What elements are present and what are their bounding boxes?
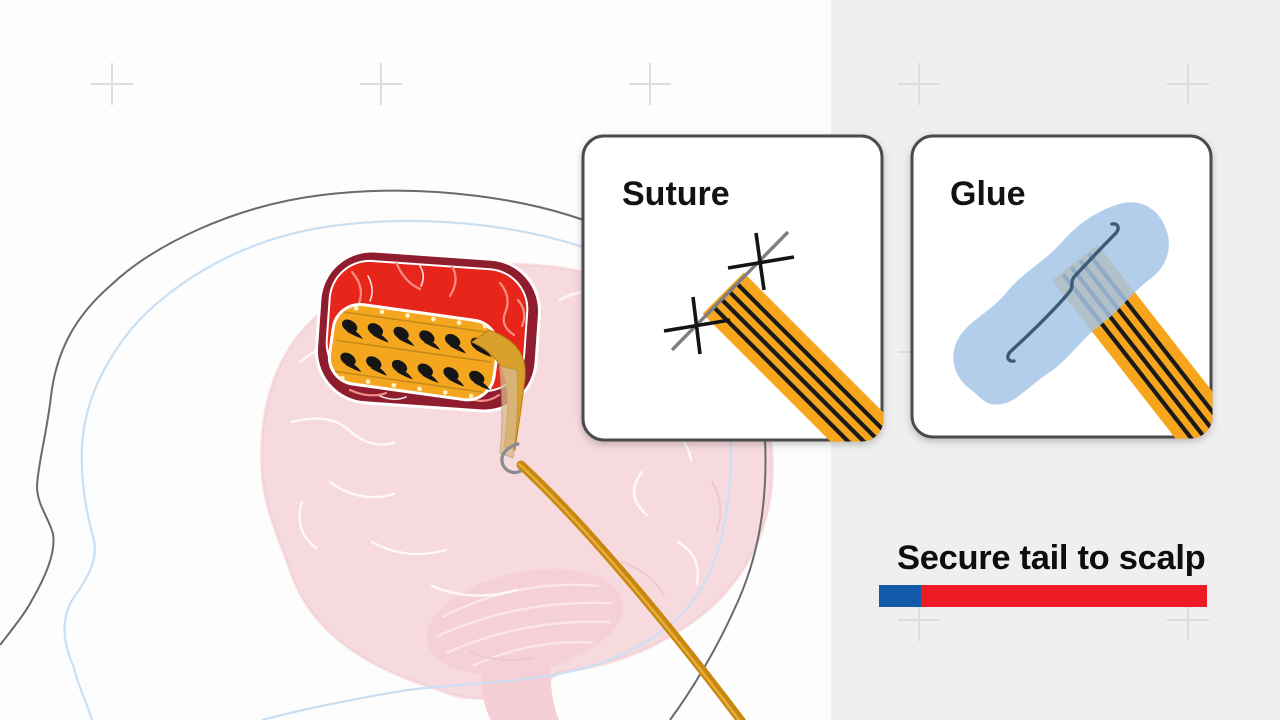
implant-site bbox=[314, 249, 542, 451]
caption-block: Secure tail to scalp bbox=[879, 539, 1207, 607]
progress-fill-remaining bbox=[921, 585, 1207, 607]
glue-panel-title: Glue bbox=[950, 175, 1026, 213]
suture-needle-icon bbox=[500, 442, 525, 475]
suture-thread-line bbox=[670, 230, 790, 352]
glue-panel: Glue bbox=[910, 134, 1213, 439]
tail-thread-highlight bbox=[517, 462, 741, 720]
glue-thread-line bbox=[1006, 222, 1120, 363]
implant-tail-membrane bbox=[498, 365, 519, 459]
progress-bar bbox=[879, 585, 1207, 607]
suture-stitch-marks bbox=[663, 232, 795, 355]
skull-inner-line bbox=[63, 219, 733, 720]
suture-panel-title: Suture bbox=[622, 175, 730, 213]
progress-fill-completed bbox=[879, 585, 921, 607]
caption-text: Secure tail to scalp bbox=[897, 539, 1205, 577]
head-outline bbox=[0, 189, 767, 720]
suture-panel: Suture bbox=[581, 134, 884, 442]
suture-ribbon bbox=[702, 272, 884, 442]
electrode-array bbox=[327, 302, 500, 402]
array-edge-dots bbox=[340, 305, 488, 399]
